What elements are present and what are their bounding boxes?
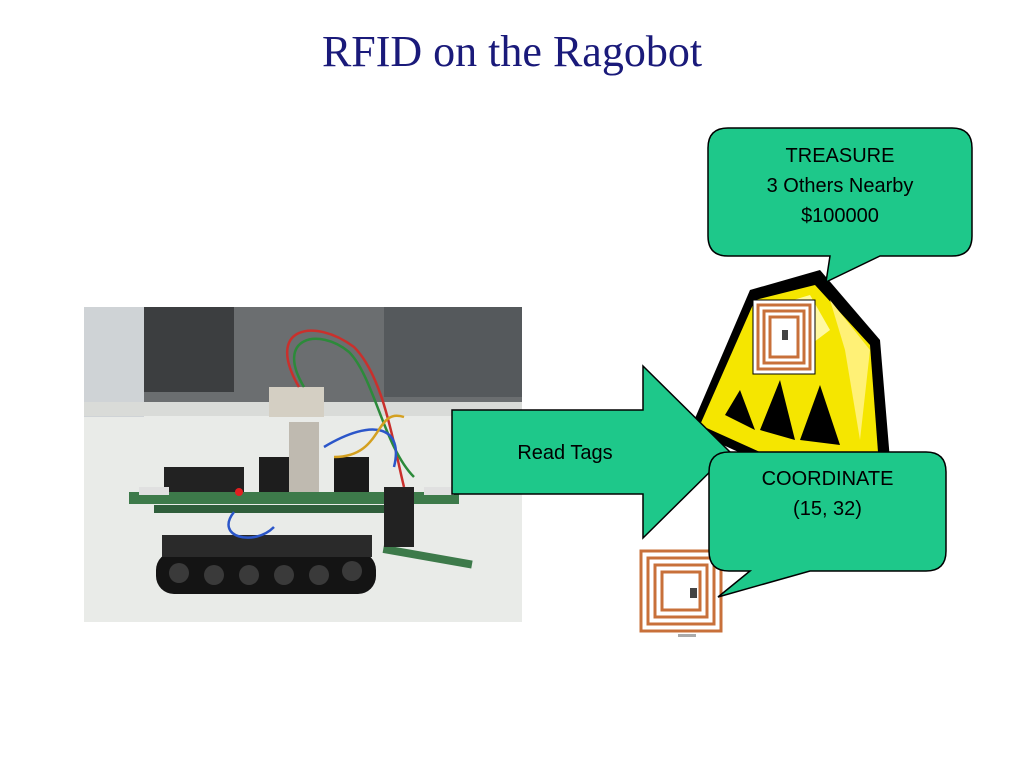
- treasure-text: TREASURE 3 Others Nearby $100000: [708, 141, 972, 231]
- read-tags-arrow: [451, 364, 732, 540]
- treasure-callout: [707, 127, 973, 284]
- coordinate-text: COORDINATE (15, 32): [709, 464, 946, 524]
- read-tags-label: Read Tags: [517, 442, 613, 464]
- treasure-title: TREASURE: [785, 145, 895, 167]
- coordinate-callout: [708, 451, 947, 598]
- treasure-nearby: 3 Others Nearby: [766, 175, 914, 197]
- coordinate-value: (15, 32): [793, 498, 862, 520]
- slide-title: RFID on the Ragobot: [321, 27, 703, 76]
- robot-photo: [84, 307, 522, 622]
- rfid-tag-lower: [638, 548, 724, 637]
- rfid-tag-upper: [752, 299, 816, 375]
- coordinate-title: COORDINATE: [761, 468, 894, 490]
- treasure-value: $100000: [801, 205, 879, 227]
